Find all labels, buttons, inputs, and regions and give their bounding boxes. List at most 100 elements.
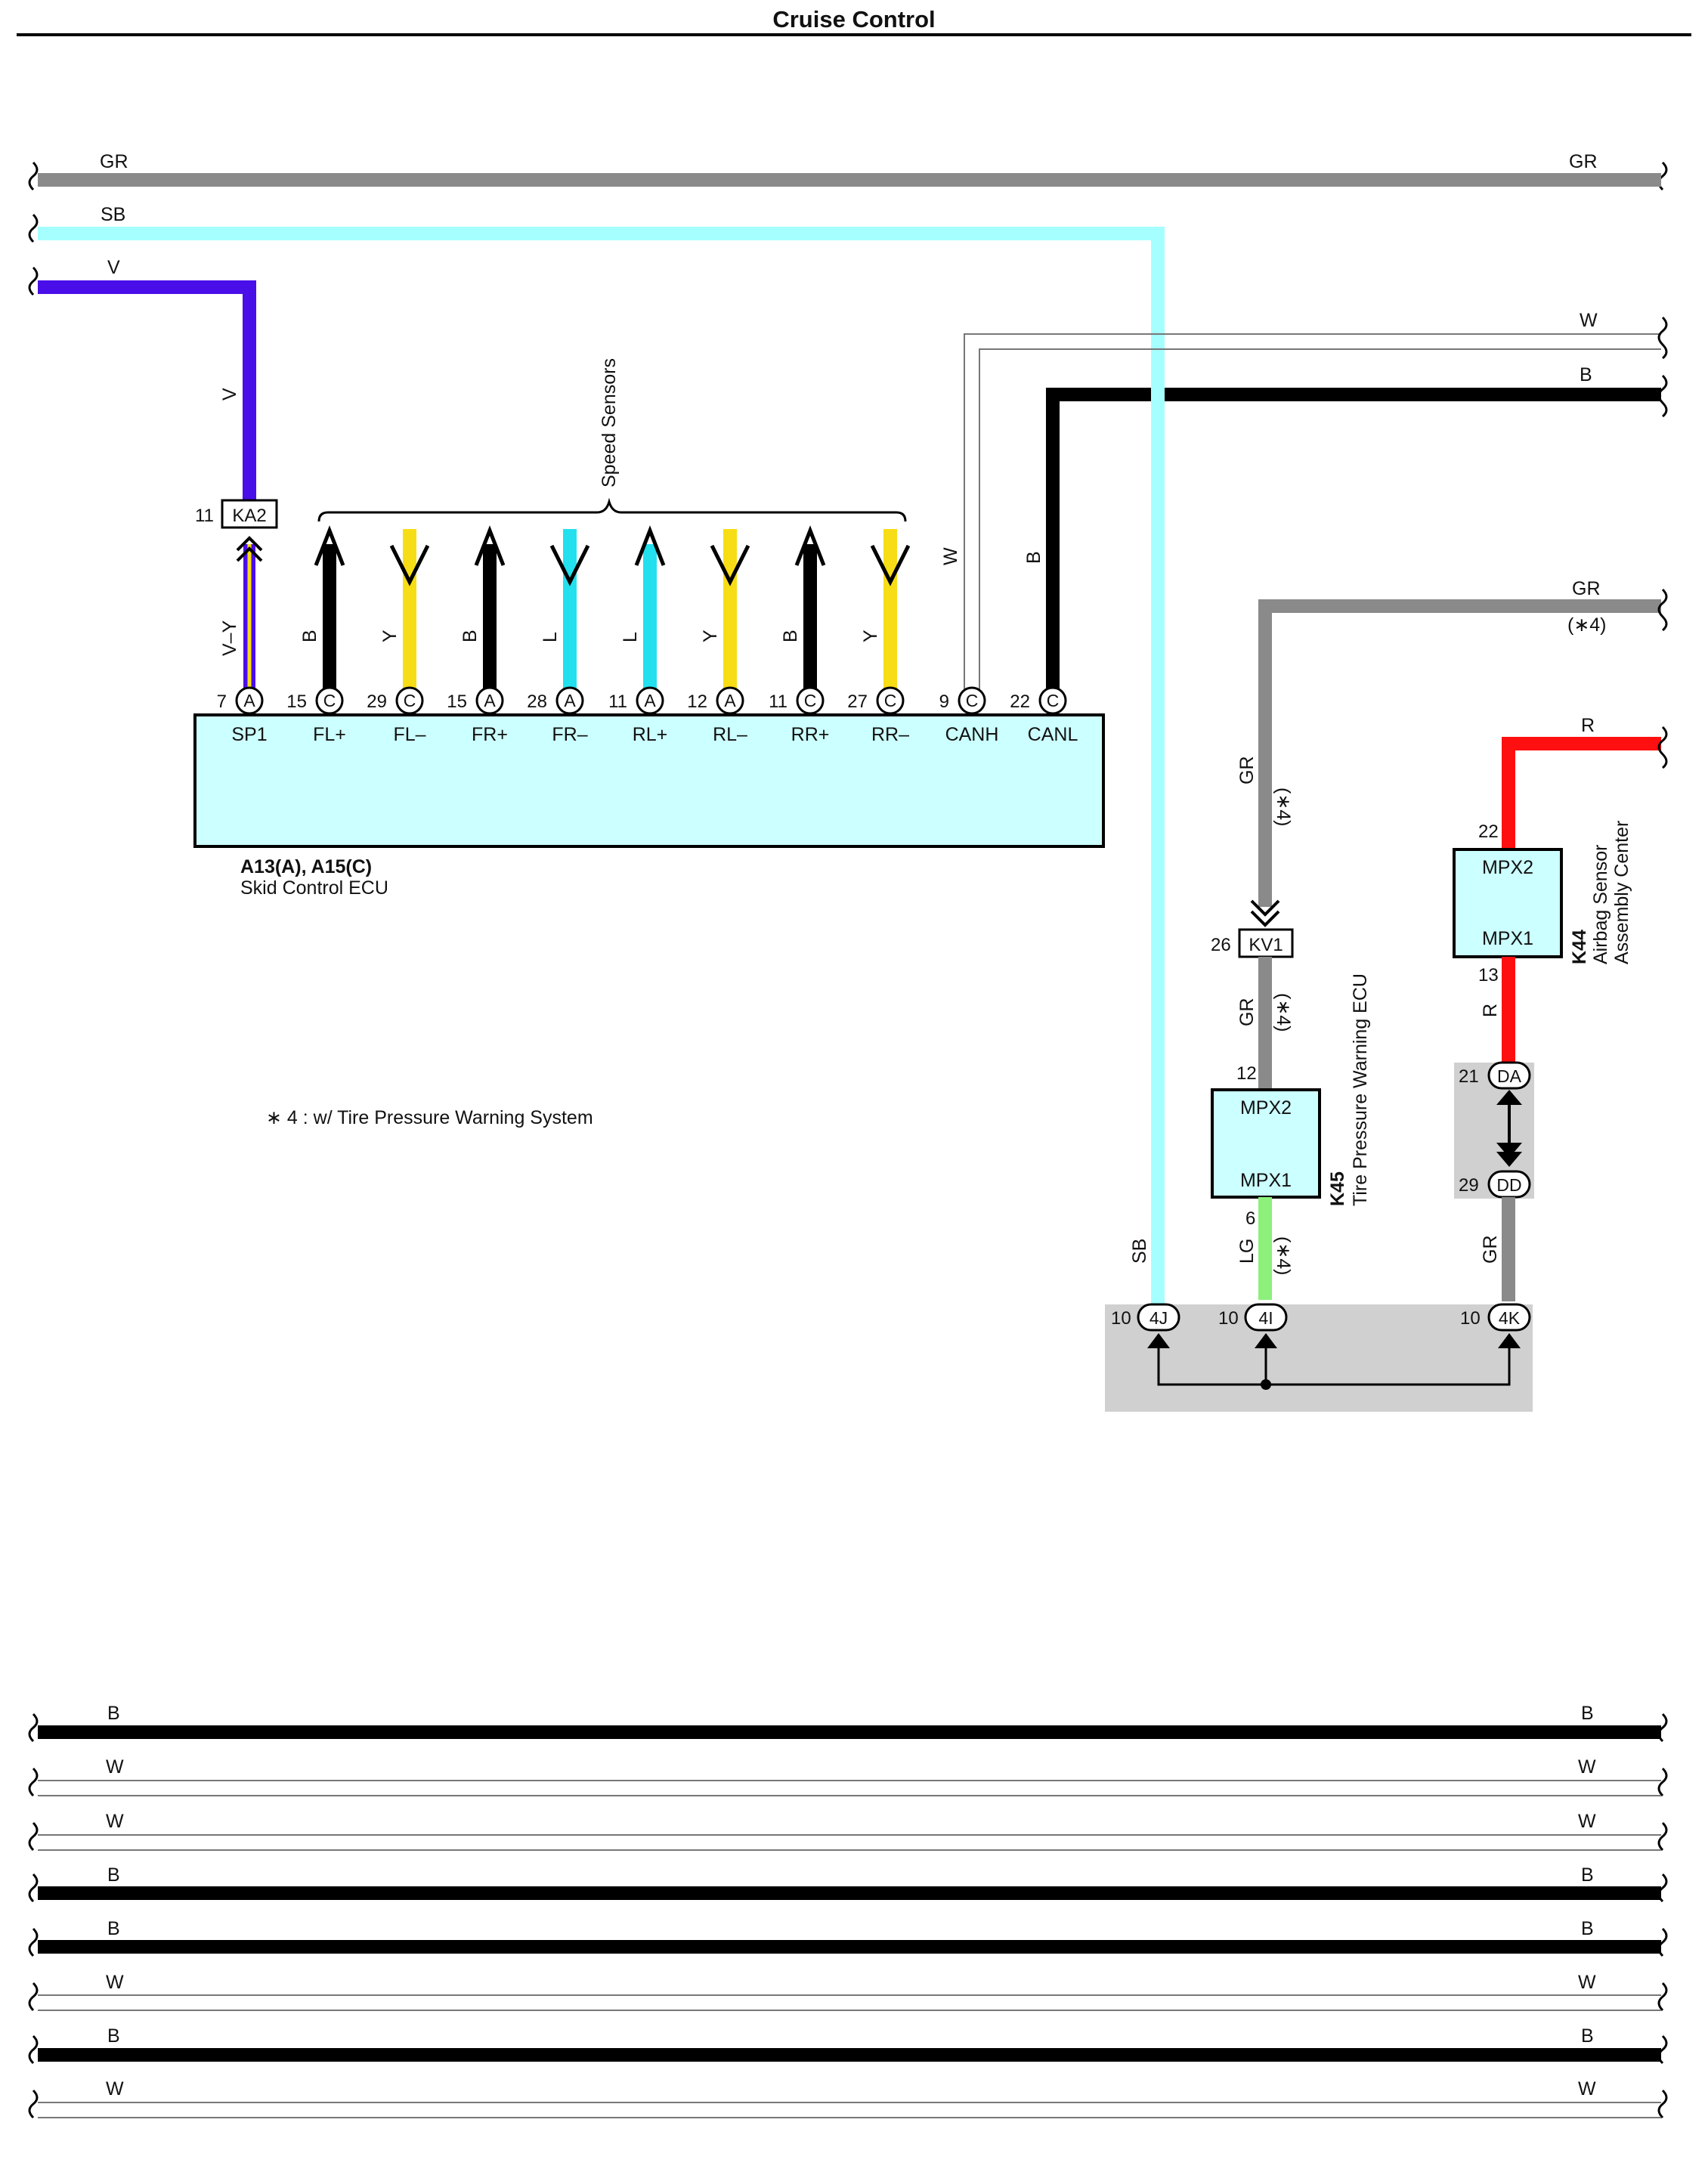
terminal-pin: 9 bbox=[939, 692, 949, 712]
connector-kv1: KV1 26 GR (∗4) 12 bbox=[1211, 928, 1294, 1088]
wire-label-rl-plus: L bbox=[620, 632, 641, 642]
wire-label-fl-plus: B bbox=[299, 630, 320, 642]
tpw-pin-top: 12 bbox=[1236, 1063, 1257, 1084]
wire-r-label-right: R bbox=[1581, 715, 1595, 736]
junction-4j-pin: 10 bbox=[1111, 1308, 1131, 1329]
wire-lg-vnote: (∗4) bbox=[1273, 1236, 1294, 1276]
terminal-fl-plus: C 15 FL+ bbox=[286, 686, 346, 745]
wire-lg-vlabel: LG bbox=[1236, 1239, 1258, 1264]
airbag-wire-vlabel: R bbox=[1480, 1004, 1501, 1017]
bottom-wire-3-left: W bbox=[106, 1811, 124, 1832]
terminal-signal: FR+ bbox=[472, 724, 508, 745]
terminal-pin: 11 bbox=[769, 692, 787, 712]
wire-label-fr-plus: B bbox=[459, 630, 481, 642]
wire-v: V bbox=[28, 257, 256, 500]
bottom-wire-5: B B bbox=[28, 1918, 1668, 1957]
terminal-signal: RR+ bbox=[791, 724, 830, 745]
page-title: Cruise Control bbox=[772, 6, 935, 32]
bottom-wire-4-left: B bbox=[107, 1864, 120, 1886]
wire-gr-tpw-vnote: (∗4) bbox=[1273, 787, 1294, 827]
junction-4j-name: 4J bbox=[1149, 1308, 1168, 1328]
sensor-wire-rl-minus bbox=[710, 529, 750, 689]
tpw-id: K45 bbox=[1327, 1171, 1348, 1206]
bottom-wire-1-right: B bbox=[1581, 1703, 1594, 1724]
bottom-wire-2: W W bbox=[28, 1756, 1668, 1797]
terminal-canh: C 9 CANH bbox=[939, 686, 999, 745]
tpw-pin-bottom: 6 bbox=[1245, 1208, 1255, 1229]
wire-gr-kv1-vnote: (∗4) bbox=[1273, 993, 1294, 1032]
terminal-signal: CANH bbox=[945, 724, 999, 745]
bottom-wire-4-right: B bbox=[1581, 1864, 1594, 1886]
sensor-wire-rl-plus bbox=[634, 525, 666, 689]
wire-label-rr-minus: Y bbox=[860, 630, 881, 642]
terminal-conn: A bbox=[564, 691, 576, 710]
bottom-wire-7: B B bbox=[28, 2025, 1668, 2065]
footnote: ∗ 4 : w/ Tire Pressure Warning System bbox=[266, 1107, 593, 1128]
terminal-pin: 15 bbox=[286, 692, 307, 712]
bottom-wire-7-left: B bbox=[107, 2025, 120, 2047]
terminal-pin: 22 bbox=[1010, 692, 1030, 712]
wire-label-v: V bbox=[219, 388, 240, 401]
bottom-wire-8-left: W bbox=[106, 2078, 124, 2099]
bottom-wire-8: W W bbox=[28, 2078, 1668, 2119]
junction-4i-name: 4I bbox=[1258, 1308, 1273, 1328]
sensor-wire-fr-plus bbox=[474, 525, 506, 689]
ka2-name: KA2 bbox=[232, 506, 266, 526]
terminal-pin: 28 bbox=[527, 692, 547, 712]
terminal-conn: C bbox=[404, 691, 416, 710]
airbag-mpx2: MPX2 bbox=[1482, 857, 1533, 878]
tpw-mpx2: MPX2 bbox=[1240, 1097, 1292, 1119]
wire-gr-tpw-note: (∗4) bbox=[1567, 614, 1607, 636]
terminal-signal: FR– bbox=[552, 724, 587, 745]
wire-gr-label-right: GR bbox=[1569, 151, 1598, 172]
terminal-canl: C 22 CANL bbox=[1010, 686, 1078, 745]
bottom-wire-6: W W bbox=[28, 1972, 1668, 2012]
junction-4i: 4I 10 bbox=[1218, 1303, 1288, 1332]
wire-b-label-right: B bbox=[1580, 364, 1592, 385]
airbag-name-1: Airbag Sensor bbox=[1590, 845, 1611, 964]
dd-wire-vlabel: GR bbox=[1480, 1236, 1501, 1264]
wire-gr-tpw-vlabel: GR bbox=[1236, 757, 1258, 785]
terminal-conn: C bbox=[1047, 691, 1060, 710]
wire-label-canh: W bbox=[940, 547, 961, 565]
vertical-wire-labels: V V–Y B Y B L L Y B Y W B bbox=[219, 388, 1044, 656]
terminal-pin: 12 bbox=[687, 692, 707, 712]
bottom-wire-2-left: W bbox=[106, 1756, 124, 1778]
bottom-wire-7-right: B bbox=[1581, 2025, 1594, 2047]
junction-da-dd: DA 21 DD 29 GR bbox=[1454, 1061, 1534, 1301]
wire-label-rr-plus: B bbox=[780, 630, 801, 642]
junction-4k-pin: 10 bbox=[1460, 1308, 1481, 1329]
bottom-wires: B B W W W W B B B B bbox=[28, 1703, 1668, 2119]
bottom-wire-6-left: W bbox=[106, 1972, 124, 1993]
wire-b-canl: B bbox=[1046, 364, 1668, 695]
bottom-wire-1: B B bbox=[28, 1703, 1668, 1743]
speed-sensors-label: Speed Sensors bbox=[599, 358, 620, 487]
terminal-conn: A bbox=[484, 691, 496, 710]
airbag-mpx1: MPX1 bbox=[1482, 928, 1533, 949]
terminal-pin: 15 bbox=[447, 692, 467, 712]
terminal-sp1: A 7 SP1 bbox=[217, 686, 268, 745]
terminal-pin: 27 bbox=[847, 692, 868, 712]
terminal-rl-minus: A 12 RL– bbox=[687, 686, 747, 745]
terminal-conn: C bbox=[884, 691, 897, 710]
terminal-signal: RL+ bbox=[633, 724, 668, 745]
terminal-rr-minus: C 27 RR– bbox=[847, 686, 909, 745]
sensor-wire-fl-minus bbox=[389, 529, 430, 689]
terminal-conn: A bbox=[724, 691, 736, 710]
junction-4k-name: 4K bbox=[1499, 1308, 1521, 1328]
bottom-wire-5-right: B bbox=[1581, 1918, 1594, 1939]
bottom-wire-2-right: W bbox=[1578, 1756, 1596, 1778]
wire-sb-vlabel: SB bbox=[1129, 1239, 1150, 1264]
junction-4k: 4K 10 bbox=[1460, 1303, 1531, 1332]
wire-gr-top: GR GR bbox=[28, 151, 1668, 191]
ecu-name: A13(A), A15(C) bbox=[240, 856, 372, 877]
ecu-terminals: A 7 SP1 C 15 FL+ C 29 FL– A 15 FR+ A 28 … bbox=[217, 686, 1078, 745]
terminal-signal: FL– bbox=[393, 724, 425, 745]
terminal-conn: C bbox=[804, 691, 817, 710]
terminal-pin: 11 bbox=[608, 692, 627, 712]
wire-w-canh: W bbox=[964, 310, 1668, 695]
terminal-signal: FL+ bbox=[313, 724, 346, 745]
terminal-rl-plus: A 11 RL+ bbox=[608, 686, 668, 745]
wire-sb-label-left: SB bbox=[101, 204, 125, 225]
